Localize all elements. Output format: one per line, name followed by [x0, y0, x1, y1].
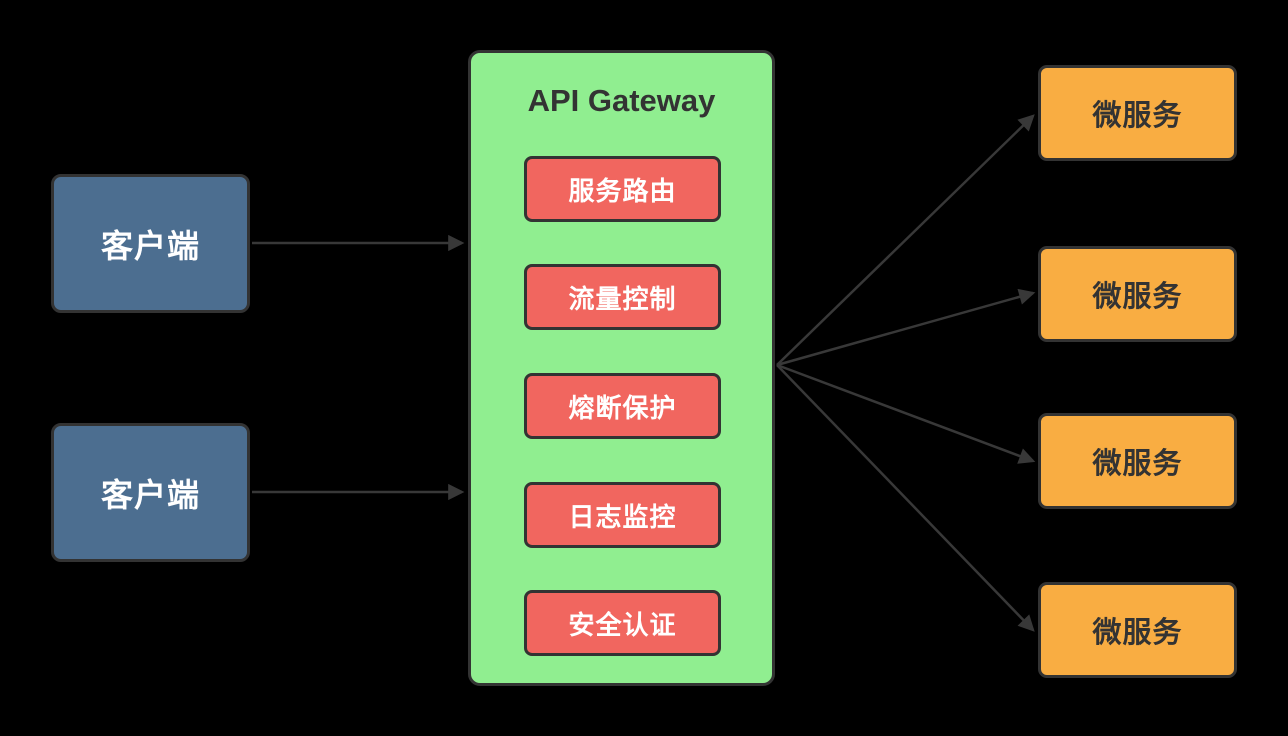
feature-2-label: 流量控制 — [568, 283, 677, 314]
gateway-feature-log-monitoring: 日志监控 — [524, 482, 721, 548]
gateway-feature-security-auth: 安全认证 — [524, 590, 721, 656]
feature-1-label: 服务路由 — [568, 175, 677, 206]
feature-3-label: 熔断保护 — [568, 392, 677, 423]
arrow-gateway-to-ms1 — [776, 114, 1035, 366]
arrow-gateway-to-ms4 — [776, 364, 1035, 632]
microservice-node-2: 微服务 — [1038, 246, 1237, 342]
microservice-4-label: 微服务 — [1092, 617, 1183, 649]
microservice-node-4: 微服务 — [1038, 582, 1237, 678]
microservice-3-label: 微服务 — [1092, 448, 1183, 480]
feature-4-label: 日志监控 — [568, 501, 677, 532]
feature-5-label: 安全认证 — [568, 609, 677, 640]
microservice-node-3: 微服务 — [1038, 413, 1237, 509]
gateway-feature-service-routing: 服务路由 — [524, 156, 721, 222]
api-gateway-title: API Gateway — [527, 83, 716, 118]
client-2-label: 客户端 — [100, 476, 200, 513]
microservice-2-label: 微服务 — [1092, 281, 1183, 313]
microservice-1-label: 微服务 — [1092, 100, 1183, 132]
arrow-gateway-to-ms3 — [776, 363, 1036, 464]
api-gateway-container: API Gateway 服务路由 流量控制 熔断保护 日志监控 安全认证 — [468, 50, 775, 686]
client-node-2: 客户端 — [51, 423, 250, 562]
client-1-label: 客户端 — [100, 227, 200, 264]
gateway-feature-traffic-control: 流量控制 — [524, 264, 721, 330]
microservice-node-1: 微服务 — [1038, 65, 1237, 161]
client-node-1: 客户端 — [51, 174, 250, 313]
gateway-feature-circuit-breaker: 熔断保护 — [524, 373, 721, 439]
arrow-gateway-to-ms2 — [776, 288, 1036, 367]
